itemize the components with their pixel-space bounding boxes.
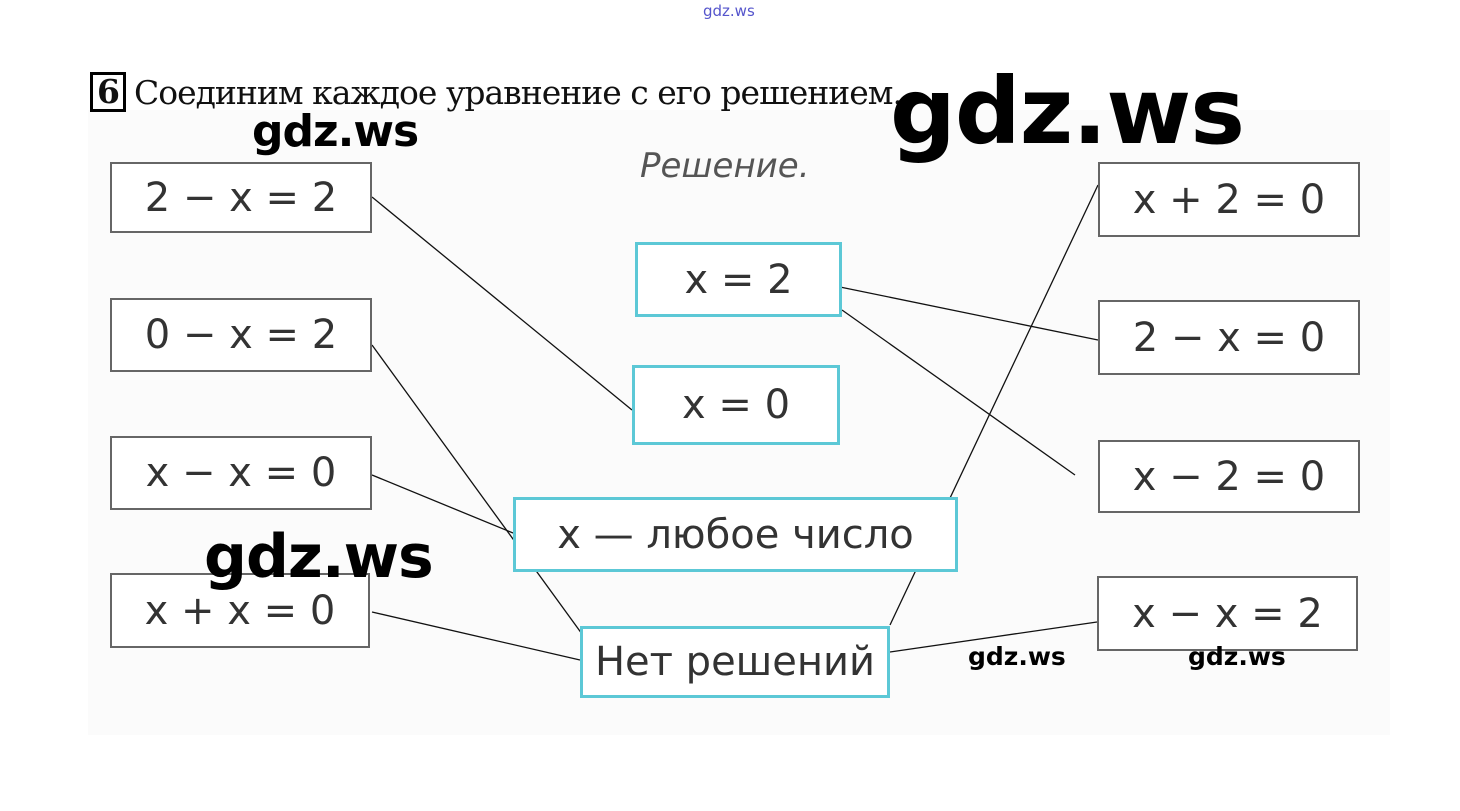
watermark-small-2: gdz.ws <box>1188 642 1286 671</box>
equation-left-3[interactable]: x − x = 0 <box>110 436 372 510</box>
equation-left-4[interactable]: x + x = 0 <box>110 573 370 648</box>
task-header: 6 Соединим каждое уравнение с его решени… <box>90 72 903 112</box>
line-x2-to-x-2-0 <box>841 309 1076 476</box>
solution-any-number[interactable]: x — любое число <box>513 497 958 572</box>
line-x-x-0-to-any <box>371 474 514 534</box>
watermark-lower-left: gdz.ws <box>204 522 434 592</box>
equation-right-4[interactable]: x − x = 2 <box>1097 576 1358 651</box>
line-x-x-2-to-none <box>889 621 1098 653</box>
line-x+x-0-to-x0 <box>371 611 581 661</box>
equation-right-1[interactable]: x + 2 = 0 <box>1098 162 1360 237</box>
watermark-small-1: gdz.ws <box>968 642 1066 671</box>
equation-right-3[interactable]: x − 2 = 0 <box>1098 440 1360 513</box>
equation-left-1[interactable]: 2 − x = 2 <box>110 162 372 233</box>
task-text: Соединим каждое уравнение с его решением… <box>133 72 903 112</box>
solution-no-solutions[interactable]: Нет решений <box>580 626 890 698</box>
line-x2-to-2-x-0 <box>839 286 1099 341</box>
watermark-large: gdz.ws <box>890 58 1245 165</box>
line-0-x-2-to-none <box>371 344 591 646</box>
solution-x-0[interactable]: x = 0 <box>632 365 840 445</box>
solution-x-2[interactable]: x = 2 <box>635 242 842 317</box>
line-2-x-2-to-x0 <box>371 196 633 411</box>
watermark-top: gdz.ws <box>703 2 755 20</box>
watermark-upper-left: gdz.ws <box>252 106 419 157</box>
equation-right-2[interactable]: 2 − x = 0 <box>1098 300 1360 375</box>
solution-heading: Решение. <box>640 146 810 186</box>
equation-left-2[interactable]: 0 − x = 2 <box>110 298 372 372</box>
task-number: 6 <box>90 72 126 112</box>
